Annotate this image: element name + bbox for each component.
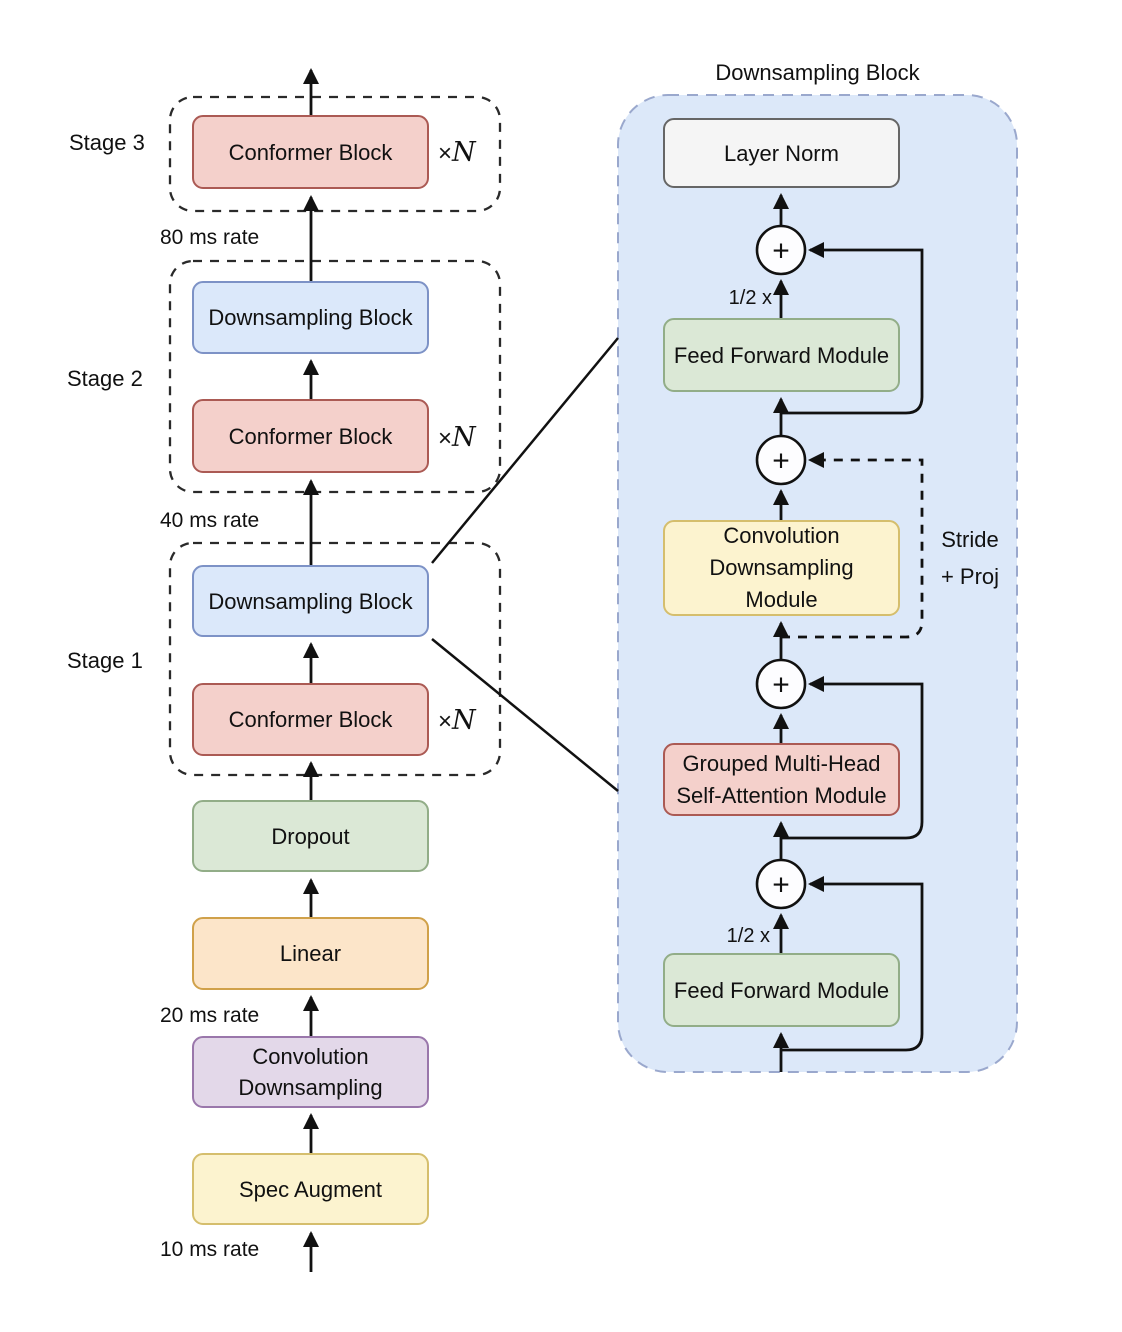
box-label: Spec Augment (238, 1176, 383, 1202)
connector-top (431, 337, 619, 564)
add-circle-2 (755, 434, 807, 486)
skip-ffm-top (781, 242, 924, 415)
box-label-line2: Downsampling (709, 555, 854, 580)
rate-80ms-label: 80 ms rate (160, 226, 260, 249)
feed-forward-module-top: Feed Forward Module (663, 318, 900, 392)
skip-attention (781, 676, 924, 840)
stage2-outline (168, 259, 502, 494)
plus-icon: + (772, 869, 790, 902)
residual-skips (781, 242, 924, 1052)
n-variable: N (452, 422, 476, 453)
half-scale-label-top: 1/2 x (728, 287, 772, 309)
n-variable: N (452, 705, 476, 736)
box-label: Layer Norm (724, 140, 839, 166)
proj-label: + Proj (940, 564, 1000, 589)
repeat-n-stage1: ×N (438, 705, 476, 736)
rate-10ms-label: 10 ms rate (160, 1238, 260, 1261)
expansion-connectors (431, 337, 619, 792)
stage3-label: Stage 3 (69, 130, 145, 155)
stage3-outline (168, 95, 502, 213)
plus-icon: + (772, 235, 790, 268)
repeat-n-stage2: ×N (438, 422, 476, 453)
add-circle-3 (755, 658, 807, 710)
downsampling-block-stage1: Downsampling Block (192, 565, 429, 637)
feed-forward-module-bottom: Feed Forward Module (663, 953, 900, 1027)
plus-icon: + (772, 445, 790, 478)
conformer-block-stage2: Conformer Block (192, 399, 429, 473)
box-label: Conformer Block (228, 423, 393, 449)
stage1-label: Stage 1 (67, 648, 143, 673)
box-label-line1: Convolution (723, 523, 840, 548)
add-circle-1 (755, 224, 807, 276)
linear-block: Linear (192, 917, 429, 990)
box-label: Linear (279, 941, 342, 966)
box-label-line1: Grouped Multi-Head (682, 750, 881, 776)
box-label-line2: Downsampling (238, 1075, 383, 1100)
times-glyph: × (438, 708, 453, 735)
convolution-downsampling-module: Convolution Downsampling Module (663, 520, 900, 616)
times-glyph: × (438, 140, 453, 167)
plus-icon: + (772, 669, 790, 702)
box-label: Dropout (271, 823, 350, 849)
connector-bottom (431, 638, 619, 792)
downsampling-block-stage2: Downsampling Block (192, 281, 429, 354)
skip-ffm-bottom (781, 876, 924, 1052)
half-scale-label-bottom: 1/2 x (726, 925, 770, 947)
add-nodes: + + + + (755, 224, 807, 910)
spec-augment-block: Spec Augment (192, 1153, 429, 1225)
stage2-label: Stage 2 (67, 366, 143, 391)
layer-norm-block: Layer Norm (663, 118, 900, 188)
conformer-block-stage3: Conformer Block (192, 115, 429, 189)
skip-stride-proj-dashed (781, 452, 924, 639)
stride-label: Stride (941, 527, 999, 552)
box-label-line3: Module (745, 587, 818, 612)
add-circle-4 (755, 858, 807, 910)
n-variable: N (452, 137, 476, 168)
repeat-n-stage3: ×N (438, 137, 476, 168)
box-label: Conformer Block (228, 139, 393, 165)
conformer-block-stage1: Conformer Block (192, 683, 429, 756)
box-label-line2: Self-Attention Module (676, 782, 887, 808)
box-label: Downsampling Block (208, 305, 413, 330)
convolution-downsampling-block: Convolution Downsampling (192, 1036, 429, 1108)
dropout-block: Dropout (192, 800, 429, 872)
stride-proj-label: Stride + Proj (922, 521, 1018, 595)
box-label: Feed Forward Module (673, 342, 890, 368)
box-label: Feed Forward Module (673, 977, 890, 1003)
box-label-line1: Convolution (252, 1044, 369, 1069)
rate-40ms-label: 40 ms rate (160, 509, 260, 532)
stage1-outline (168, 541, 502, 777)
downsampling-block-title: Downsampling Block (715, 60, 920, 85)
box-label: Conformer Block (228, 707, 393, 732)
box-label: Downsampling Block (208, 588, 413, 614)
stage-outlines (168, 95, 502, 777)
grouped-multi-head-self-attention-module: Grouped Multi-Head Self-Attention Module (663, 743, 900, 816)
times-glyph: × (438, 425, 453, 452)
rate-20ms-label: 20 ms rate (160, 1004, 260, 1027)
